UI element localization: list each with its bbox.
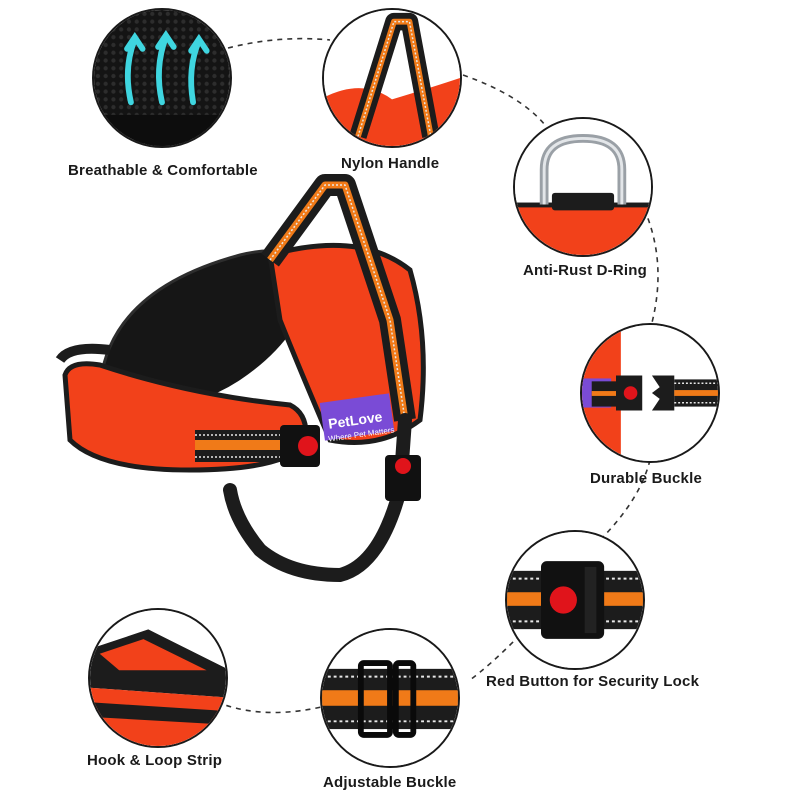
red-button-closeup-image [507,532,643,668]
detail-breathable-mesh [92,8,232,148]
detail-nylon-handle [322,8,462,148]
label-red-button: Red Button for Security Lock [486,673,700,690]
d-ring-icon [539,134,627,211]
handle-closeup-image [324,10,460,146]
label-d-ring: Anti-Rust D-Ring [523,262,648,279]
label-durable-buckle: Durable Buckle [590,470,703,487]
handle-icon [349,12,440,139]
velcro-strip-icon [90,629,226,746]
slider-buckle-icon [357,660,417,738]
detail-adjustable-buckle [320,628,460,768]
detail-d-ring [513,117,653,257]
adjuster-closeup-image [322,630,458,766]
label-adjustable-buckle: Adjustable Buckle [323,774,457,791]
label-breathable: Breathable & Comfortable [68,162,258,179]
airflow-arrows-icon [124,30,210,106]
d-ring-closeup-image [515,119,651,255]
buckle-closeup-image [582,325,718,461]
buckle-icon [616,375,675,411]
label-hook-loop: Hook & Loop Strip [87,752,223,769]
detail-durable-buckle [580,323,720,463]
detail-hook-loop [88,608,228,748]
lock-button-icon [541,561,605,639]
label-nylon-handle: Nylon Handle [341,155,440,172]
detail-security-button [505,530,645,670]
velcro-closeup-image [90,610,226,746]
brand-label [319,393,395,441]
dog-harness-product-image [55,174,426,583]
mesh-closeup-image [94,10,230,146]
